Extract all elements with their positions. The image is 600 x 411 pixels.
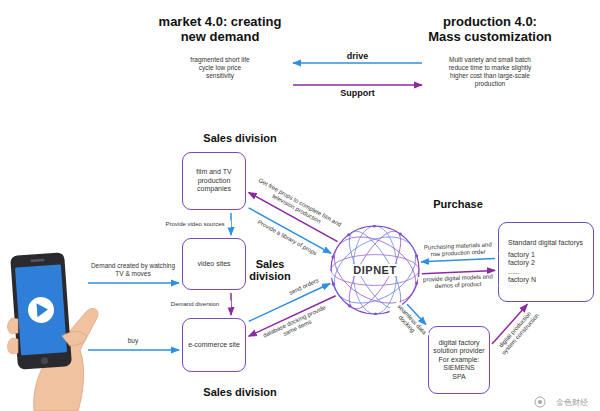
hand-holding-phone bbox=[8, 252, 98, 411]
globe-node bbox=[399, 232, 402, 235]
watermark: 金色财经 bbox=[556, 397, 588, 408]
node-text: For example: bbox=[439, 356, 480, 365]
section-label: Sales division bbox=[203, 386, 276, 398]
node-title: e-commerce site bbox=[188, 341, 240, 350]
factory-box: Standard digital factorysfactory 1factor… bbox=[498, 222, 594, 302]
node-title: digital factory solution provider bbox=[433, 339, 485, 356]
finger bbox=[8, 338, 19, 354]
section-label: Purchase bbox=[433, 198, 483, 210]
process-box: video sites bbox=[182, 238, 246, 290]
platform-circle: DIPNET bbox=[330, 225, 420, 315]
concept-heading: market 4.0: creating new demand fragmente… bbox=[150, 14, 290, 96]
play-circle bbox=[27, 296, 55, 324]
provider-box: digital factory solution providerFor exa… bbox=[428, 326, 490, 394]
concept-heading: production 4.0: Mass customizationMulti … bbox=[425, 14, 555, 96]
node-text: SPA bbox=[452, 373, 466, 382]
node-text: fragmented short life cycle low price se… bbox=[184, 56, 256, 80]
edge-label: digital production system construction bbox=[491, 304, 544, 361]
node-title: market 4.0: creating new demand bbox=[150, 14, 290, 44]
node-title: DIPNET bbox=[351, 264, 398, 276]
globe-orbit bbox=[330, 225, 420, 315]
globe-orbit bbox=[331, 255, 419, 286]
globe-node bbox=[332, 283, 335, 286]
arrow-label: buy bbox=[128, 337, 138, 345]
node-text: factory 2 bbox=[508, 259, 535, 268]
finger bbox=[8, 318, 19, 334]
section-label: Sales division bbox=[203, 132, 276, 144]
edge-label: Provide video sources bbox=[159, 221, 231, 228]
node-text: SIEMENS bbox=[443, 364, 475, 373]
play-icon bbox=[37, 302, 49, 317]
phone-speaker bbox=[30, 259, 44, 262]
watermark-icon bbox=[538, 400, 542, 404]
node-title: production 4.0: Mass customization bbox=[425, 14, 555, 44]
section-label: Sales division bbox=[247, 258, 293, 282]
flow-arrow bbox=[293, 84, 422, 86]
demand-arrow bbox=[88, 282, 179, 284]
edge-label: provide digital models and demos of prod… bbox=[418, 273, 499, 291]
edge-label: Support bbox=[339, 88, 376, 98]
process-box: film and TV production companies bbox=[182, 152, 246, 210]
node-title: film and TV production companies bbox=[187, 168, 241, 194]
phone-body bbox=[10, 252, 72, 369]
thumb bbox=[62, 332, 86, 347]
node-text: factory N bbox=[508, 276, 536, 285]
globe-orbit bbox=[330, 225, 420, 315]
watermark-icon bbox=[535, 397, 545, 407]
edge-label: Demand diversion bbox=[159, 301, 231, 308]
node-text: Multi variety and small batch reduce tim… bbox=[440, 56, 540, 88]
globe-node bbox=[348, 304, 351, 307]
phone-button bbox=[41, 357, 48, 364]
process-box: e-commerce site bbox=[182, 318, 246, 372]
arrow-label: Demand created by watching TV & moves bbox=[88, 262, 178, 278]
edge-label: drive bbox=[346, 51, 370, 61]
globe-node bbox=[331, 255, 334, 258]
phone-screen bbox=[15, 264, 67, 355]
flow-arrow bbox=[293, 62, 422, 64]
edge-label: Purchasing materials and rise production… bbox=[418, 241, 499, 259]
node-text: factory 1 bbox=[508, 251, 535, 260]
flow-arrow bbox=[421, 258, 495, 261]
globe-node bbox=[347, 233, 350, 236]
node-title: Standard digital factorys bbox=[508, 239, 583, 248]
buy-arrow bbox=[88, 349, 179, 351]
globe-node bbox=[373, 225, 376, 228]
globe-node bbox=[374, 312, 377, 315]
node-title: video sites bbox=[197, 260, 230, 269]
node-text: ...... bbox=[508, 268, 520, 277]
